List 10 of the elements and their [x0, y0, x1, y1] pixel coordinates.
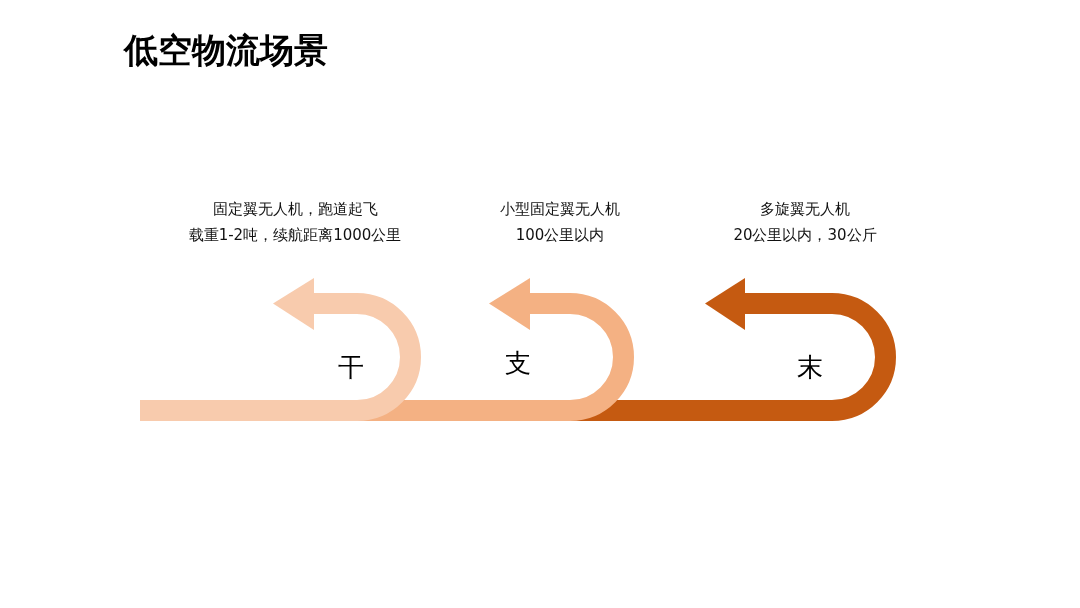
description-text: 固定翼无人机，跑道起飞 [211, 199, 379, 220]
stage-label: 末 [797, 350, 823, 384]
stage-label: 干 [338, 350, 364, 384]
description-text: 20公里以内，30公斤 [732, 225, 878, 246]
description-text: 小型固定翼无人机 [499, 199, 621, 220]
description-text: 多旋翼无人机 [759, 199, 851, 220]
description-text: 载重1-2吨，续航距离1000公里 [187, 225, 403, 246]
title: 低空物流场景 [124, 29, 328, 72]
stage-label: 支 [505, 346, 531, 380]
description-text: 100公里以内 [514, 225, 606, 246]
